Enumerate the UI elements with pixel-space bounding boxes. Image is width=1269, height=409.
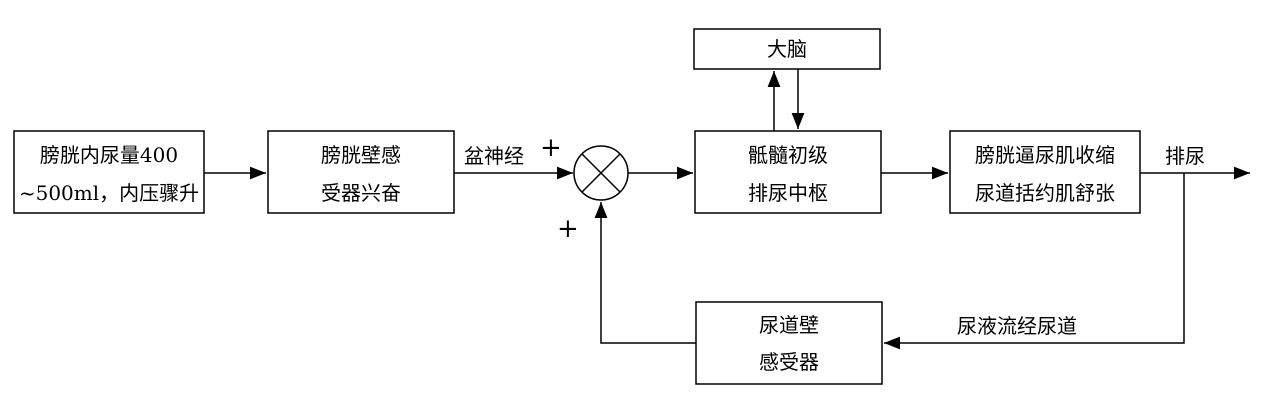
label-urination: 排尿 [1165, 144, 1205, 168]
label-pelvic-nerve: 盆神经 [464, 144, 524, 168]
arrow-urethra-receptor-to-junction [594, 202, 696, 344]
box-sacral-center-line2: 排尿中枢 [748, 181, 828, 205]
box-wall-receptor-line2: 受器兴奋 [321, 181, 401, 205]
box-sacral-center-line1: 骶髓初级 [748, 143, 828, 167]
box-effector: 膀胱逼尿肌收缩 尿道括约肌舒张 [949, 130, 1141, 214]
box-wall-receptor: 膀胱壁感 受器兴奋 [267, 130, 455, 214]
box-bladder-volume-line1: 膀胱内尿量400 [40, 143, 178, 167]
box-urethra-receptor: 尿道壁 感受器 [695, 301, 883, 385]
box-brain: 大脑 [693, 28, 881, 70]
box-bladder-volume: 膀胱内尿量400 ~500ml，内压骤升 [13, 130, 205, 214]
arrow-feedback-to-urethra-receptor [884, 173, 1185, 350]
summing-junction [573, 145, 629, 201]
box-urethra-receptor-line1: 尿道壁 [759, 313, 819, 337]
box-wall-receptor-line1: 膀胱壁感 [321, 143, 401, 167]
box-sacral-center: 骶髓初级 排尿中枢 [694, 130, 882, 214]
box-brain-label: 大脑 [767, 37, 807, 61]
box-bladder-volume-line2: ~500ml，内压骤升 [19, 181, 199, 205]
label-plus-bottom: + [557, 214, 579, 244]
label-plus-top: + [540, 133, 562, 163]
box-effector-line1: 膀胱逼尿肌收缩 [975, 143, 1115, 167]
label-urine-flow: 尿液流经尿道 [957, 314, 1077, 338]
box-effector-line2: 尿道括约肌舒张 [975, 181, 1115, 205]
box-urethra-receptor-line2: 感受器 [759, 350, 819, 374]
